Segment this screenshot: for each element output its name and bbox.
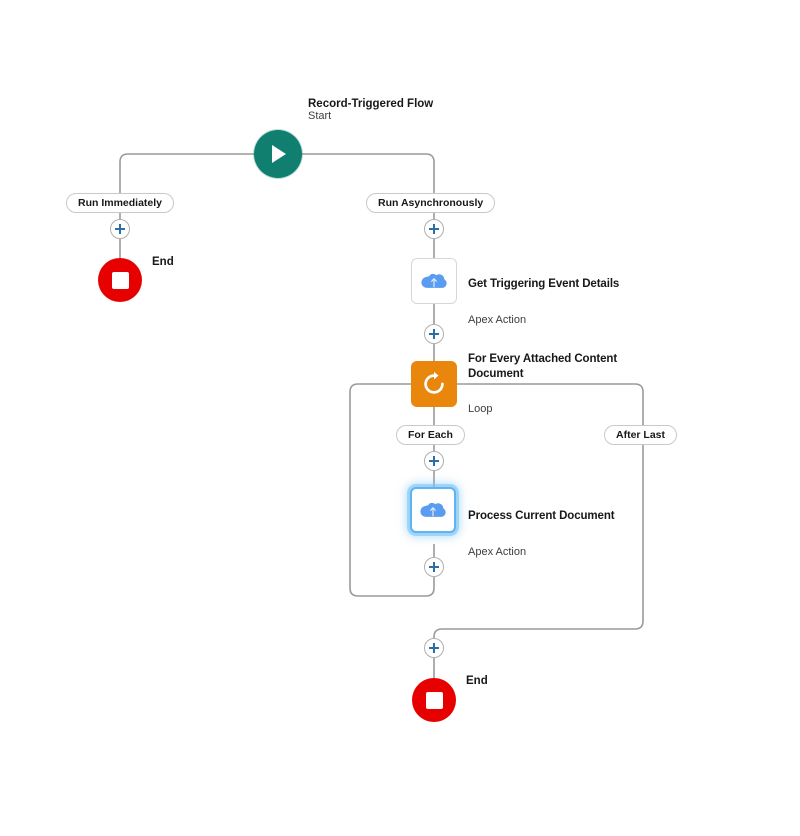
connector-start-to-run-async <box>302 153 435 193</box>
branch-pill-run-immediately[interactable]: Run Immediately <box>66 193 175 213</box>
add-element-button-run-async[interactable] <box>424 219 444 239</box>
start-title: Record-Triggered Flow <box>308 98 434 110</box>
stop-square-icon[interactable] <box>412 678 456 722</box>
element-subtitle: Apex Action <box>468 313 527 326</box>
connector-after-last-to-end <box>433 445 644 638</box>
play-icon[interactable] <box>254 130 302 178</box>
element-subtitle: Loop <box>468 403 493 416</box>
element-title: Get Triggering Event Details <box>468 278 620 291</box>
element-title: For Every Attached Content Document <box>468 353 618 381</box>
stop-square-inner <box>111 271 129 289</box>
apex-cloud-icon[interactable] <box>411 258 457 304</box>
add-element-button-for-each[interactable] <box>424 451 444 471</box>
connector-loop-to-after-last <box>457 383 644 425</box>
apex-cloud-icon[interactable] <box>410 487 456 533</box>
start-label: Record-Triggered Flow Start <box>308 98 433 122</box>
branch-pill-for-each[interactable]: For Each <box>396 425 465 445</box>
element-label-get-triggering-event-details: Get Triggering Event Details Apex Action <box>468 257 668 347</box>
element-title: Process Current Document <box>468 510 615 523</box>
element-node-process-current-document[interactable] <box>410 487 456 533</box>
connector-loop-back <box>349 383 435 597</box>
add-element-button-run-immediately[interactable] <box>110 219 130 239</box>
connector-start-to-run-immediately <box>119 153 254 193</box>
element-node-for-every-attached-content-document[interactable] <box>411 361 457 407</box>
end-label-bottom: End <box>466 675 488 687</box>
element-label-process-current-document: Process Current Document Apex Action <box>468 489 668 579</box>
element-node-get-triggering-event-details[interactable] <box>411 258 457 304</box>
loop-refresh-icon[interactable] <box>411 361 457 407</box>
element-subtitle: Apex Action <box>468 545 527 558</box>
start-subtitle: Start <box>308 110 332 122</box>
end-node-left[interactable] <box>98 258 142 302</box>
stop-square-icon[interactable] <box>98 258 142 302</box>
element-label-for-every-attached-content-document: For Every Attached Content Document Loop <box>468 332 648 437</box>
add-element-button-after-apex1[interactable] <box>424 324 444 344</box>
add-element-button-before-end[interactable] <box>424 638 444 658</box>
branch-pill-run-asynchronously[interactable]: Run Asynchronously <box>366 193 496 213</box>
add-element-button-after-apex2[interactable] <box>424 557 444 577</box>
stop-square-inner <box>425 691 443 709</box>
end-label-left: End <box>152 256 174 268</box>
end-node-bottom[interactable] <box>412 678 456 722</box>
branch-pill-after-last[interactable]: After Last <box>604 425 678 445</box>
start-node[interactable] <box>254 130 302 178</box>
